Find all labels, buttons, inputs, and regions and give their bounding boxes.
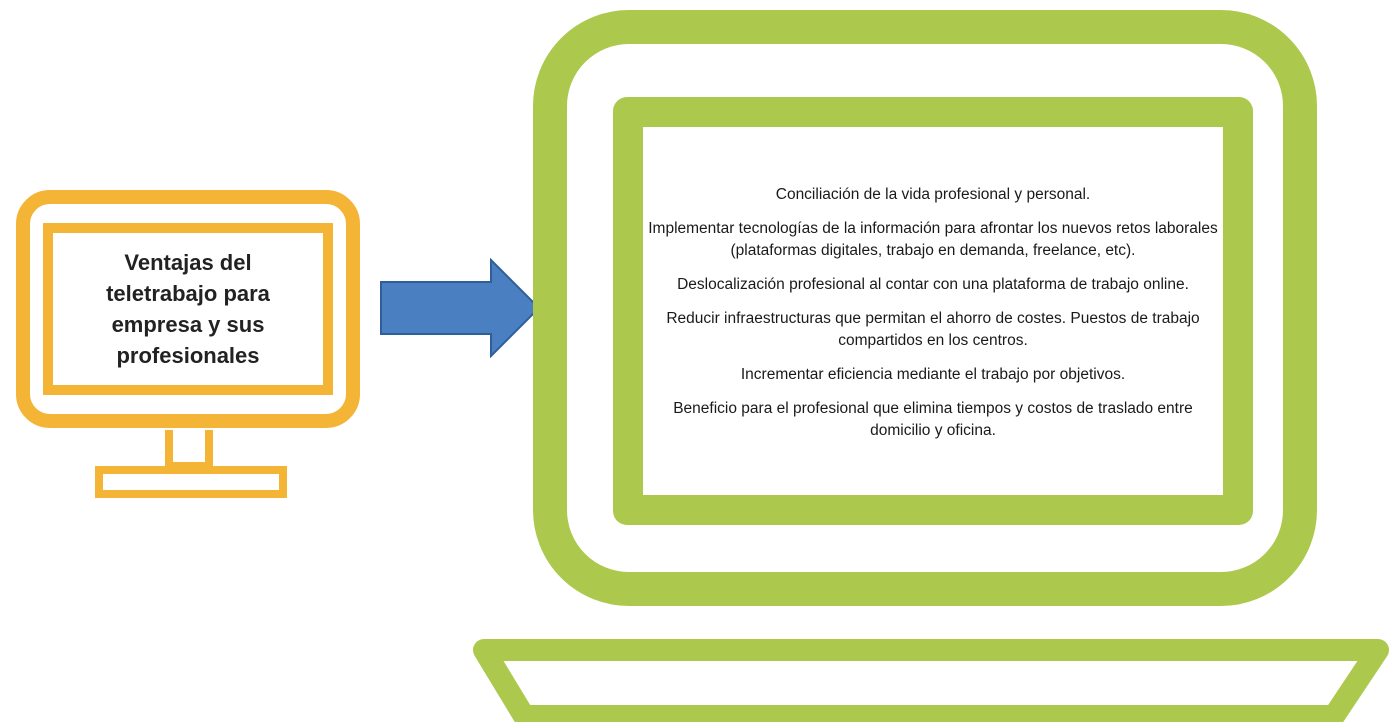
advantages-list: Conciliación de la vida profesional y pe…: [648, 132, 1218, 494]
laptop-base-outline: [473, 639, 1389, 722]
advantage-item: Incrementar eficiencia mediante el traba…: [740, 366, 1126, 383]
monitor-stand: [95, 466, 287, 498]
advantage-item: Deslocalización profesional al contar co…: [677, 276, 1189, 293]
advantage-item: Reducir infraestructuras que permitan el…: [666, 310, 1200, 349]
advantage-item: Conciliación de la vida profesional y pe…: [775, 186, 1091, 203]
right-arrow-icon: [380, 258, 541, 358]
advantage-item: Beneficio para el profesional que elimin…: [673, 400, 1193, 439]
laptop-screen: [613, 97, 1253, 525]
arrow-shape: [380, 258, 541, 358]
monitor-neck: [165, 430, 213, 470]
monitor-title: Ventajas del teletrabajo para empresa y …: [106, 250, 270, 368]
monitor-screen: [43, 223, 333, 395]
advantage-item: Implementar tecnologías de la informació…: [648, 220, 1218, 259]
laptop-base: [473, 639, 1389, 722]
